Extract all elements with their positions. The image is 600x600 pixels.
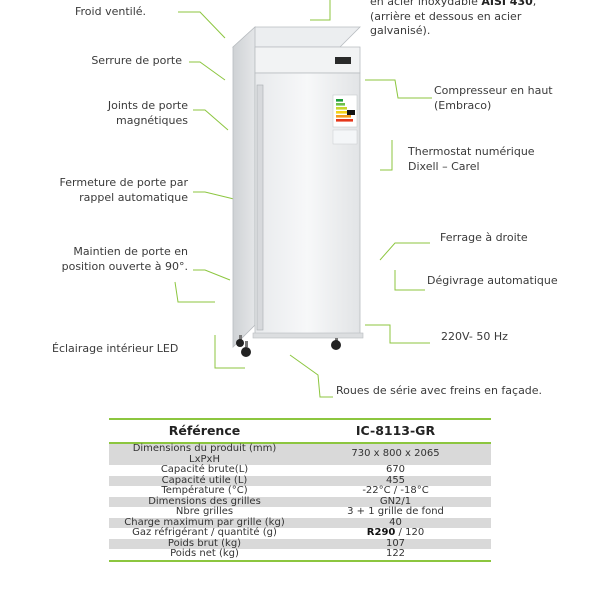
spec-value: 730 x 800 x 2065 [300,443,491,465]
spec-table: Référence IC-8113-GR Dimensions du produ… [109,418,491,562]
feature-ferrage: Ferrage à droite [440,231,528,244]
spec-key: Dimensions des grilles [109,496,300,507]
feature-voltage: 220V- 50 Hz [441,330,508,343]
feature-compresseur-line1: Compresseur en haut [434,84,553,97]
feature-fermeture-line1: Fermeture de porte par [59,176,188,189]
feature-serrure: Serrure de porte [91,54,182,67]
spec-value: 122 [300,548,491,562]
table-row: Nbre grilles 3 + 1 grille de fond [109,506,491,518]
table-row: Dimensions des grilles GN2/1 [109,496,491,507]
feature-thermostat-line1: Thermostat numérique [408,145,535,158]
table-row: Gaz réfrigérant / quantité (g) R290 / 12… [109,527,491,539]
feature-joints-line2: magnétiques [116,114,188,127]
thermostat-display [335,57,351,64]
spec-value: -22°C / -18°C [362,485,429,496]
spec-key: Dimensions du produit (mm) [132,443,277,454]
spec-header-row: Référence IC-8113-GR [109,418,491,444]
spec-key: Température (°C) [161,485,248,496]
spec-key: Poids brut (kg) [109,538,300,549]
spec-value: 40 [300,517,491,528]
feature-maintien-line2: position ouverte à 90°. [61,260,188,273]
table-row: Capacité utile (L) 455 [109,475,491,486]
table-row: Charge maximum par grille (kg) 40 [109,517,491,528]
spec-key: Nbre grilles [175,506,234,517]
table-row: Capacité brute(L) 670 [109,464,491,476]
spec-key: Capacité brute(L) [160,464,249,475]
feature-eclairage: Éclairage intérieur LED [52,342,179,355]
spec-value: 107 [300,538,491,549]
feature-froid-ventile: Froid ventilé. [75,5,147,18]
feature-acier-grade: AISI 430 [481,0,533,8]
feature-maintien-line1: Maintien de porte en [73,245,188,258]
feature-fermeture-line2: rappel automatique [79,191,188,204]
table-row: Poids net (kg) 122 [109,548,491,562]
spec-value: 455 [300,475,491,486]
fridge-image [231,26,364,357]
table-row: Température (°C) -22°C / -18°C [109,485,491,497]
feature-acier-line2: (arrière et dessous en acier [370,9,522,23]
spec-key: Gaz réfrigérant / quantité (g) [132,527,277,538]
spec-value: GN2/1 [300,496,491,507]
feature-thermostat-line2: Dixell – Carel [408,160,480,173]
spec-key: Capacité utile (L) [109,475,300,486]
spec-value: 3 + 1 grille de fond [347,506,444,517]
spec-value: / 120 [395,527,425,538]
feature-acier-line3: galvanisé). [370,24,431,37]
spec-header-value: IC-8113-GR [300,418,491,444]
feature-degivrage: Dégivrage automatique [427,274,558,287]
spec-key: Charge maximum par grille (kg) [109,517,300,528]
feature-roues: Roues de série avec freins en façade. [336,384,543,397]
feature-acier: en acier inoxydable AISI 430, (arrière e… [370,0,570,39]
table-row: Poids brut (kg) 107 [109,538,491,549]
spec-value: 670 [385,464,406,475]
table-row: Dimensions du produit (mm)LxPxH 730 x 80… [109,443,491,465]
spec-value-bold: R290 [366,527,396,538]
feature-compresseur-line2: (Embraco) [434,99,492,112]
spec-header-key: Référence [109,418,300,444]
feature-joints-line1: Joints de porte [107,99,188,112]
feature-acier-line1: en acier inoxydable [370,0,478,8]
spec-key: Poids net (kg) [109,548,300,562]
spec-key-sub: LxPxH [189,453,220,465]
